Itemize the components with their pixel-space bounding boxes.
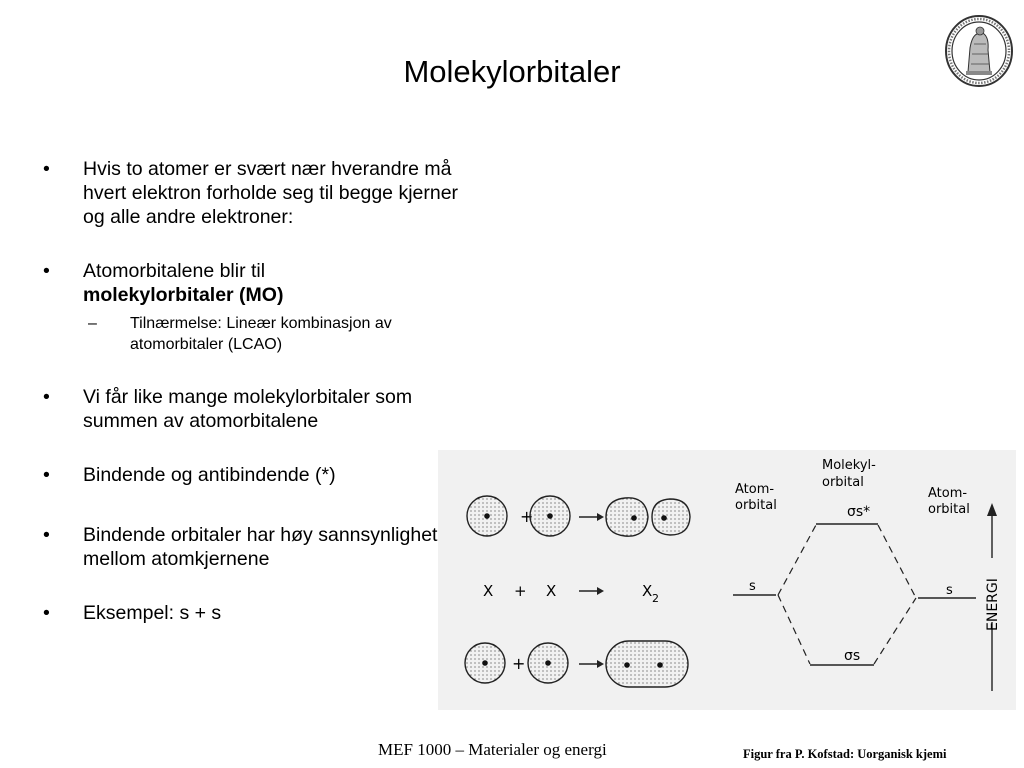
antibonding-lobe-left bbox=[605, 497, 649, 537]
arrow-head bbox=[597, 513, 604, 521]
molecule-orbital-label-line2: orbital bbox=[822, 475, 864, 490]
bullet-text: Vi får like mange molekylorbitaler som s… bbox=[83, 386, 413, 432]
bullet-text: Bindende og antibindende (*) bbox=[83, 464, 336, 486]
s-left-label: s bbox=[749, 579, 756, 594]
sub-bullet-marker: – bbox=[88, 315, 97, 332]
mo-diagram-figure: + X + X X 2 + bbox=[438, 450, 1016, 710]
bullet-text: Bindende orbitaler har høy sannsynlighet… bbox=[83, 524, 438, 570]
plus-sign: + bbox=[514, 582, 527, 600]
bullet-marker: • bbox=[43, 260, 50, 282]
bullet-marker: • bbox=[43, 386, 50, 408]
energy-level-diagram: Atom- orbital Molekyl- orbital Atom- orb… bbox=[733, 458, 1001, 691]
footer-course-title: MEF 1000 – Materialer og energi bbox=[378, 740, 607, 759]
sub-bullet-item: – Tilnærmelse: Lineær kombinasjon av ato… bbox=[83, 313, 460, 355]
bullet-item: • Bindende orbitaler har høy sannsynligh… bbox=[40, 523, 460, 571]
symbolic-reaction: X + X X 2 bbox=[483, 582, 659, 605]
bullet-marker: • bbox=[43, 524, 50, 546]
bullet-marker: • bbox=[43, 158, 50, 180]
bullet-item: • Vi får like mange molekylorbitaler som… bbox=[40, 385, 460, 433]
atom-orbital-left-label-line2: orbital bbox=[735, 498, 777, 513]
bullet-text: Atomorbitalene blir til bbox=[83, 260, 266, 282]
sigma-star-label: σs* bbox=[847, 504, 870, 520]
plus-sign: + bbox=[512, 654, 525, 673]
molecule-subscript: 2 bbox=[652, 592, 659, 605]
nucleus-dot bbox=[661, 515, 667, 521]
nucleus-dot bbox=[484, 513, 490, 519]
bullet-item: • Atomorbitalene blir til molekylorbital… bbox=[40, 259, 460, 307]
nucleus-dot bbox=[631, 515, 637, 521]
sub-bullet-text: Tilnærmelse: Lineær kombinasjon av atomo… bbox=[130, 315, 392, 353]
antibonding-lobe-right bbox=[651, 498, 691, 536]
atom-orbital-left-label-line1: Atom- bbox=[735, 482, 774, 497]
bullet-list: • Hvis to atomer er svært nær hverandre … bbox=[40, 157, 460, 625]
mo-diagram: + X + X X 2 + bbox=[464, 458, 1001, 691]
nucleus-dot bbox=[482, 660, 488, 666]
atom-x-label: X bbox=[546, 582, 556, 600]
bullet-item: • Hvis to atomer er svært nær hverandre … bbox=[40, 157, 460, 229]
atom-x-label: X bbox=[483, 582, 493, 600]
nucleus-dot bbox=[624, 662, 630, 668]
molecule-x-label: X bbox=[642, 582, 652, 600]
bullet-text: Hvis to atomer er svært nær hverandre må… bbox=[83, 158, 459, 228]
energy-arrow-head bbox=[987, 503, 997, 516]
footer-figure-credit: Figur fra P. Kofstad: Uorganisk kjemi bbox=[743, 747, 947, 761]
bullet-marker: • bbox=[43, 602, 50, 624]
arrow-head bbox=[597, 660, 604, 668]
nucleus-dot bbox=[657, 662, 663, 668]
molecule-orbital-label-line1: Molekyl- bbox=[822, 458, 876, 473]
s-right-label: s bbox=[946, 583, 953, 598]
bullet-marker: • bbox=[43, 464, 50, 486]
bullet-item: • Eksempel: s + s bbox=[40, 601, 460, 625]
antibonding-combination: + bbox=[466, 495, 691, 537]
university-seal-logo bbox=[945, 15, 1013, 87]
arrow-head bbox=[597, 587, 604, 595]
bonding-orbital-shape bbox=[605, 640, 689, 688]
nucleus-dot bbox=[547, 513, 553, 519]
nucleus-dot bbox=[545, 660, 551, 666]
correlation-dashes bbox=[777, 524, 917, 665]
atom-orbital-right-label-line2: orbital bbox=[928, 502, 970, 517]
bullet-text: Eksempel: s + s bbox=[83, 602, 222, 624]
atom-orbital-right-label-line1: Atom- bbox=[928, 486, 967, 501]
slide-title: Molekylorbitaler bbox=[403, 54, 621, 89]
bonding-combination: + bbox=[464, 640, 689, 688]
bullet-bold-text: molekylorbitaler (MO) bbox=[83, 284, 284, 306]
energy-axis-label: ENERGI bbox=[985, 578, 1001, 631]
bullet-item: • Bindende og antibindende (*) bbox=[40, 463, 460, 487]
sigma-label: σs bbox=[844, 648, 860, 664]
